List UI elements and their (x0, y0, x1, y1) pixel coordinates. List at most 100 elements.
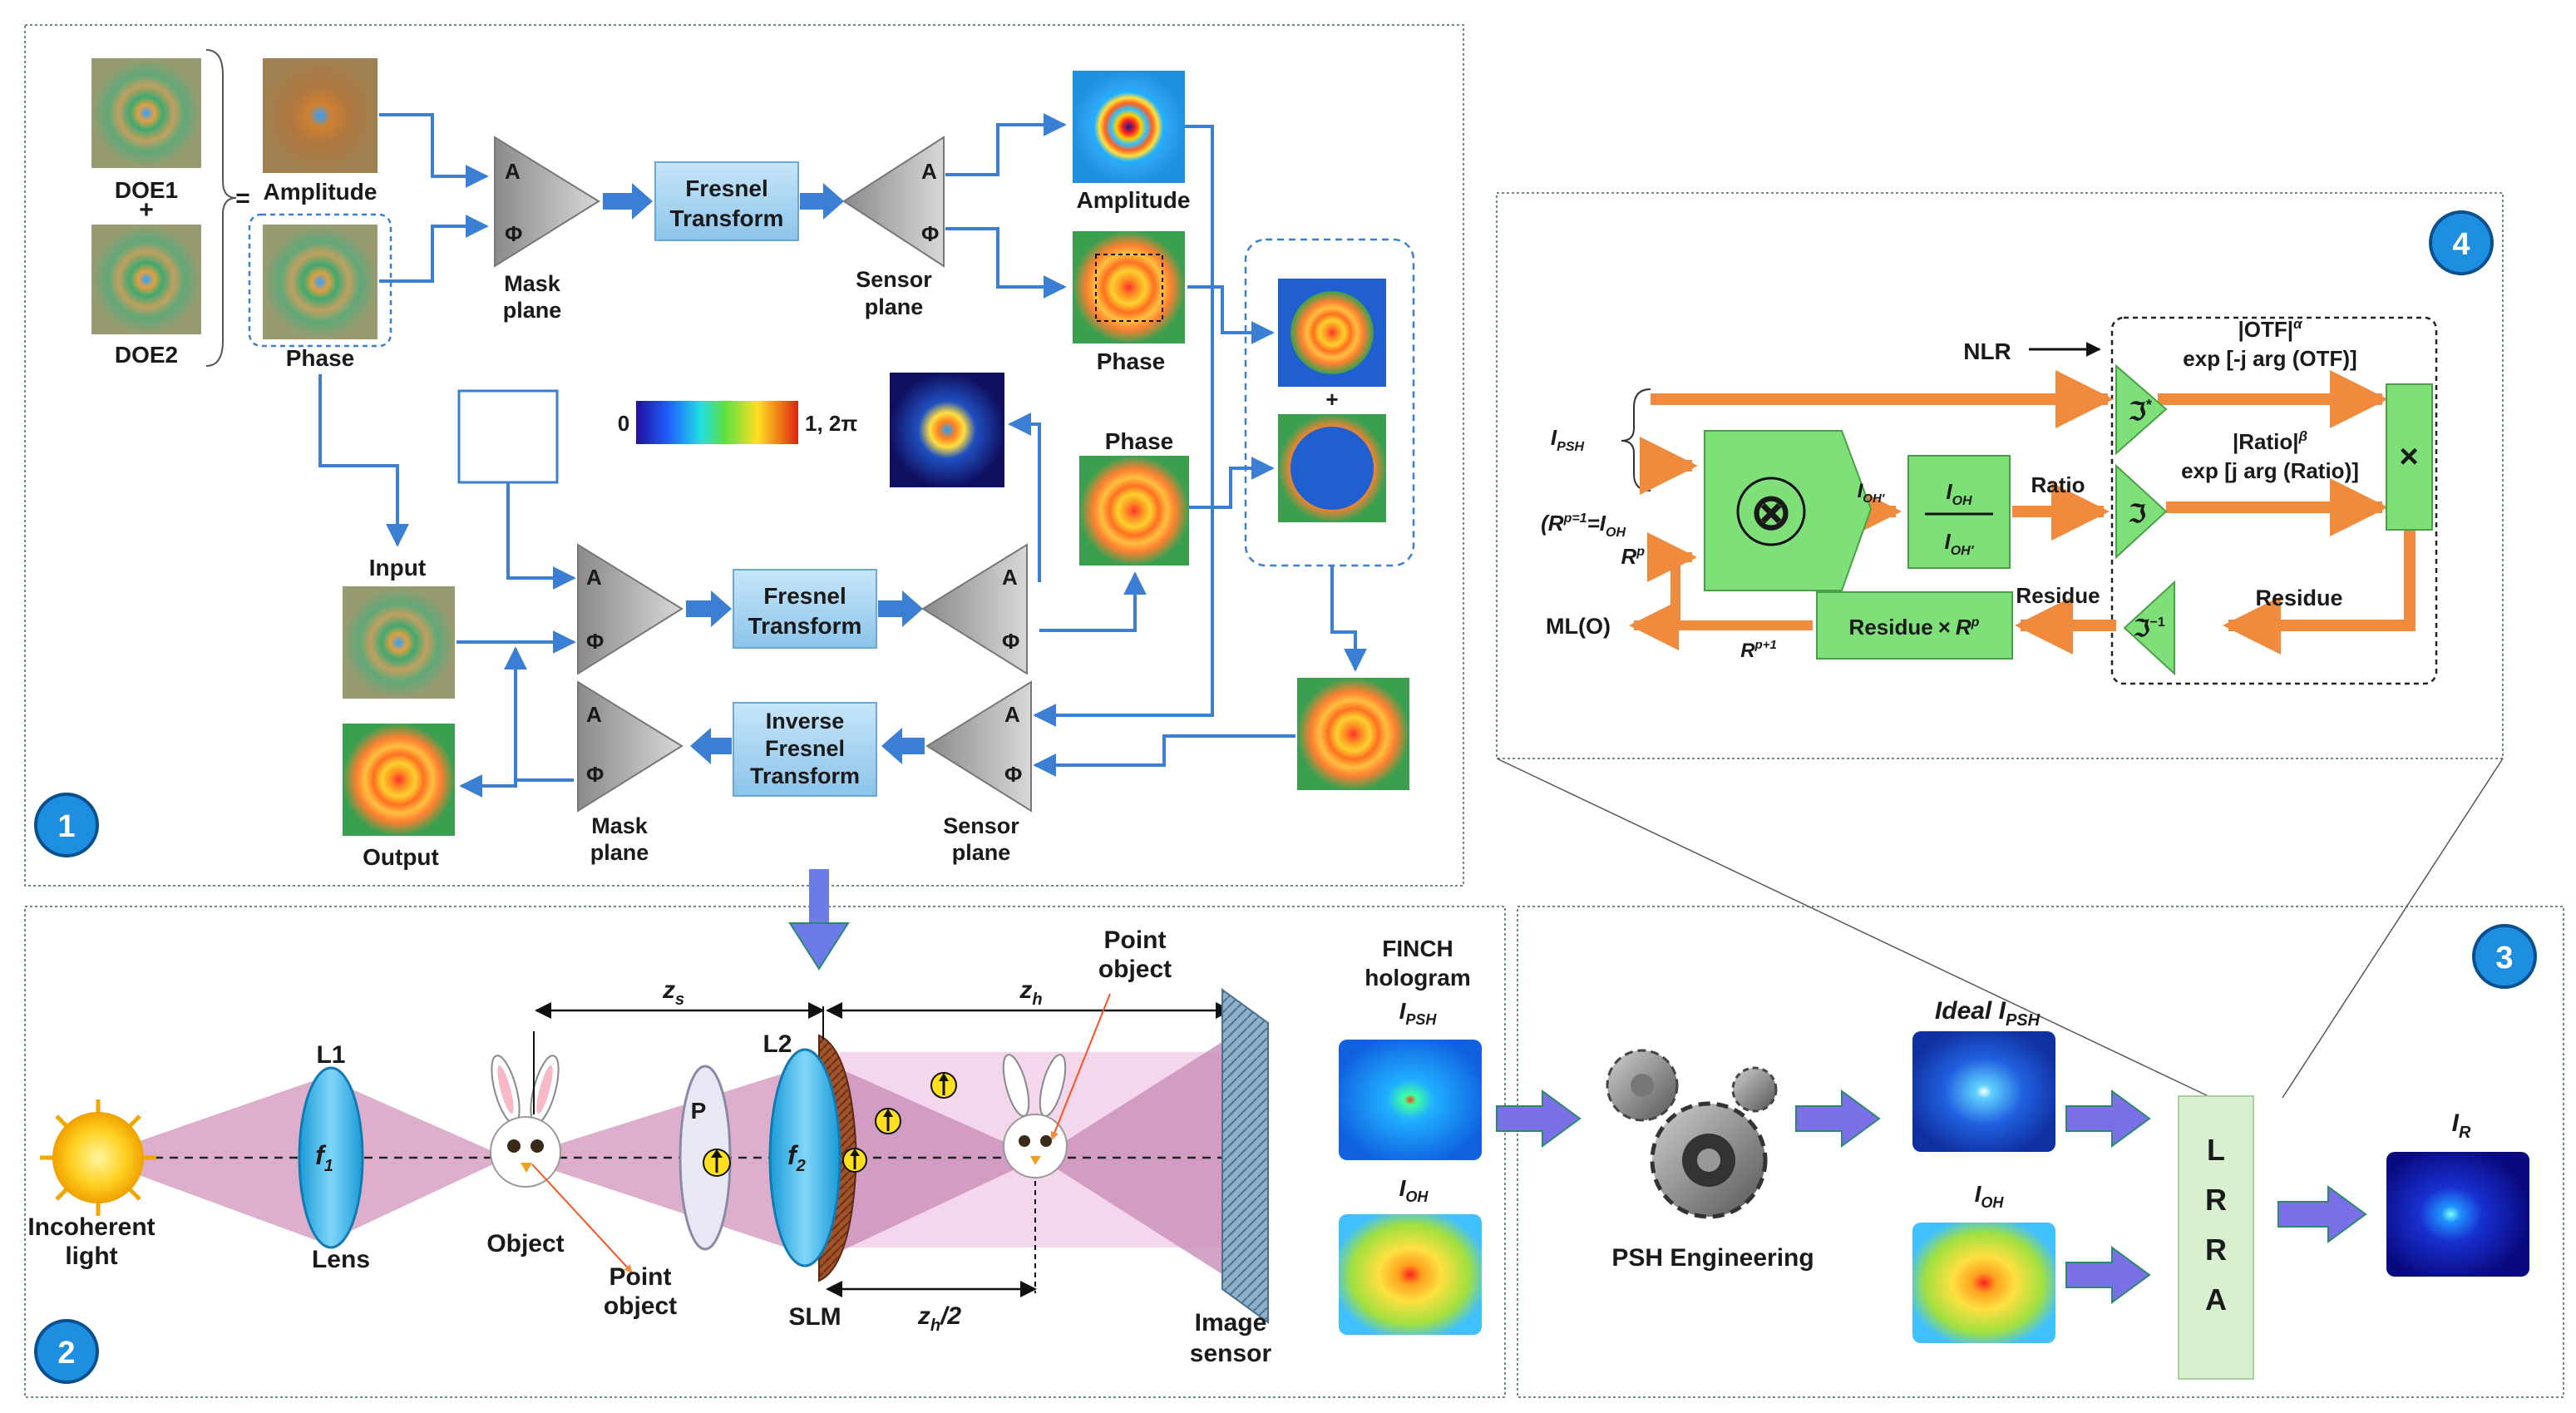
inv-fresnel-l3: Transform (750, 763, 860, 788)
mask-plane-bottom-l1: Mask (591, 813, 649, 838)
mask-plane-top-l2: plane (503, 298, 562, 323)
rp1-feedback-arrow (1647, 532, 1813, 630)
multiply-box (2386, 383, 2433, 531)
fresnel-box-mid: Fresnel Transform (733, 569, 877, 649)
inv-fresnel-l1: Inverse (766, 709, 845, 734)
lrra-box (2178, 1095, 2254, 1380)
nlr-dashed-group (2110, 316, 2438, 685)
sensor-plane-bottom-l1: Sensor (943, 813, 1019, 838)
amplitude-label: Amplitude (264, 179, 378, 205)
mask-plane-bottom-l2: plane (590, 840, 649, 865)
input-label: Input (369, 555, 426, 581)
nlr-label: NLR (1963, 338, 2011, 364)
point-object-b-pointer (1050, 993, 1111, 1140)
cone-2 (324, 1077, 507, 1243)
doe-plus: + (139, 196, 154, 224)
fat-arrow-4 (878, 590, 923, 627)
blank-to-mask-arrow (506, 482, 576, 590)
ideal-ipsh-image (1912, 1031, 2055, 1152)
combine-plus: + (1325, 387, 1338, 412)
ipsh-brace (1621, 388, 1651, 492)
sensor-top-phi: Φ (921, 221, 939, 246)
out-phase-crop (1095, 254, 1163, 322)
sensor-plane-top: A Φ (842, 136, 945, 268)
fresnel-top-l2: Transform (670, 205, 784, 231)
phase-label: Phase (286, 345, 355, 371)
mask-mid-phi: Φ (586, 629, 604, 654)
combine-down-arrow (1330, 566, 1367, 672)
ideal-ipsh-label: Ideal IPSH (1935, 997, 2041, 1030)
sensor-mid-to-amp-arrow (1008, 413, 1041, 582)
init-label: (Rp=1=IOH (1541, 511, 1626, 540)
doe1-label: DOE1 (115, 177, 178, 203)
sensor-plane-mid: A Φ (921, 543, 1028, 675)
badge-3: 3 (2472, 924, 2537, 989)
mask-plane-top-l1: Mask (504, 271, 561, 296)
p3-ioh-label: IOH (1975, 1181, 2005, 1211)
combined-to-sensor-bottom-arrow (1033, 734, 1295, 777)
doe2-label: DOE2 (115, 342, 178, 368)
phase-image (263, 225, 378, 339)
ft-inv-symbol: ℑ−1 (2134, 615, 2165, 641)
fresnel-top-l1: Fresnel (685, 175, 768, 201)
otimes-circle (1736, 477, 1806, 546)
residue-tilde-label: Residue (2016, 583, 2100, 608)
ir-image (2386, 1152, 2529, 1277)
lens-l1 (298, 1066, 364, 1249)
sensor-top-a: A (921, 159, 937, 184)
colorbar (636, 401, 798, 444)
combine-top-disk (1290, 291, 1374, 374)
l2-label: L2 (762, 1030, 792, 1058)
inv-fresnel-l2: Fresnel (765, 736, 845, 761)
point-object-a-l2: object (604, 1292, 677, 1320)
zh2-label: zh/2 (917, 1302, 962, 1335)
fresnel-mid-l2: Transform (748, 613, 862, 639)
phase-to-input-arrow (318, 374, 409, 547)
image-sensor-l2: sensor (1190, 1340, 1272, 1367)
otf-line1: |OTF|α (2238, 316, 2303, 342)
phase-dashed-box (248, 213, 392, 348)
ratio-label: Ratio (2031, 472, 2085, 497)
residue-arrow (2223, 531, 2416, 655)
polarizer-arrow-icon (703, 1149, 731, 1177)
out-phase-image (1073, 231, 1185, 343)
fresnel-box-top: Fresnel Transform (654, 161, 799, 241)
finch-l2: hologram (1364, 965, 1471, 991)
ratio-line2: exp [j arg (Ratio)] (2181, 458, 2359, 483)
otf-line2: exp [-j arg (OTF)] (2183, 346, 2356, 371)
purple-arrow-4 (2065, 1246, 2151, 1304)
zoom-line-left (1496, 758, 2213, 1099)
badge-4: 4 (2429, 210, 2494, 275)
ml-label: ML(O) (1546, 614, 1611, 639)
phase-to-mask-arrow (379, 215, 489, 283)
p3-ioh-image (1912, 1223, 2055, 1343)
rp-label: Rp (1621, 544, 1645, 569)
p1-to-p2-arrowhead (788, 922, 850, 971)
phase-to-combine-arrow (1187, 285, 1275, 344)
panel-1-frame (24, 24, 1464, 887)
p1-to-p2-shaft (809, 869, 829, 927)
badge-3-label: 3 (2495, 941, 2513, 976)
mask-mid-a: A (586, 565, 602, 590)
p4-ipsh-label: IPSH (1551, 425, 1585, 454)
f2-label: f2 (787, 1140, 806, 1175)
lens-l2 (768, 1048, 841, 1267)
mask-plane-top: A Φ (494, 136, 600, 268)
fat-arrow-3 (686, 590, 732, 627)
point-object-a-l1: Point (609, 1263, 672, 1291)
otimes-symbol: ⊗ (1750, 484, 1792, 540)
polarizer-label: P (691, 1098, 707, 1124)
sensor-to-amp-arrow (945, 113, 1067, 176)
slm-arrow-icon (842, 1148, 867, 1173)
point-object-b-l1: Point (1104, 926, 1167, 954)
l1-label: L1 (316, 1041, 345, 1069)
lrra-letter-4: A (2205, 1282, 2227, 1317)
mask-plane-mid: A Φ (577, 543, 683, 675)
out-amplitude-label: Amplitude (1077, 187, 1191, 213)
ft-block (2115, 463, 2168, 560)
doe-brace (205, 49, 237, 367)
lens-label: Lens (312, 1246, 370, 1273)
ft-star-symbol: ℑ* (2129, 397, 2152, 426)
mid-phase-to-combine-arrow (1189, 457, 1275, 509)
